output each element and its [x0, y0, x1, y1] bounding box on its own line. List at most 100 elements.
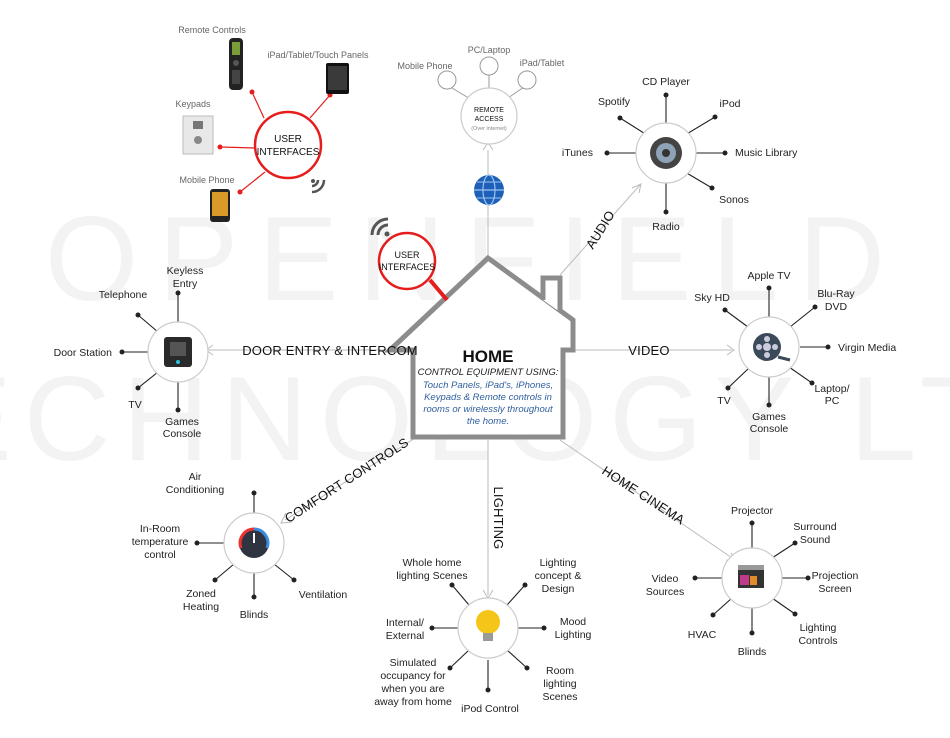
- ipad-icon: [326, 63, 349, 94]
- comfort-zoned-1: Zoned: [186, 588, 216, 600]
- intercom-icon: [164, 337, 192, 367]
- comfort-inroom-2: temperature: [132, 536, 189, 548]
- remote-access-cluster: Mobile Phone PC/Laptop iPad/Tablet REMOT…: [397, 45, 565, 206]
- door-games-1: Games: [165, 416, 199, 428]
- audio-music-library: Music Library: [735, 147, 798, 159]
- ui-hub-line1: USER: [274, 134, 302, 145]
- cinema-screen-2: Screen: [818, 583, 851, 595]
- lighting-cluster: Whole home lighting Scenes Lighting conc…: [374, 557, 591, 715]
- device-keypad-label: Keypads: [175, 99, 211, 109]
- door-station: Door Station: [54, 347, 113, 359]
- ra-sub: (Over internet): [471, 126, 507, 132]
- light-internal-1: Internal/: [386, 617, 424, 629]
- ra-line2: ACCESS: [475, 116, 504, 123]
- comfort-cluster: Air Conditioning In-Room temperature con…: [132, 471, 348, 621]
- cinema-sources-1: Video: [652, 573, 679, 585]
- home-desc-1: Touch Panels, iPad's, iPhones,: [423, 380, 553, 391]
- ui-hub-line2: INTERFACES: [257, 147, 320, 158]
- home-subtitle: CONTROL EQUIPMENT USING:: [418, 367, 559, 378]
- door-telephone: Telephone: [99, 289, 148, 301]
- comfort-air-1: Air: [189, 471, 202, 483]
- door-keyless-2: Entry: [173, 278, 198, 290]
- video-laptop-1: Laptop/: [814, 383, 849, 395]
- comfort-zoned-2: Heating: [183, 601, 219, 613]
- cinema-lighting-2: Controls: [798, 635, 837, 647]
- light-concept-1: Lighting: [540, 557, 577, 569]
- comfort-inroom-1: In-Room: [140, 523, 181, 535]
- label-video: VIDEO: [628, 343, 669, 358]
- light-mood-2: Lighting: [555, 629, 592, 641]
- audio-itunes: iTunes: [562, 147, 593, 159]
- comfort-blinds: Blinds: [240, 609, 269, 621]
- device-mobile-label: Mobile Phone: [179, 175, 234, 185]
- comfort-ventilation: Ventilation: [299, 589, 348, 601]
- light-room-1: Room: [546, 665, 574, 677]
- audio-cd: CD Player: [642, 76, 690, 88]
- device-ipad-label: iPad/Tablet/Touch Panels: [267, 50, 369, 60]
- audio-sonos: Sonos: [719, 194, 749, 206]
- audio-spotify: Spotify: [598, 96, 631, 108]
- video-apple-tv: Apple TV: [748, 270, 791, 282]
- mobile-phone-icon: [210, 189, 230, 222]
- light-sim-3: when you are: [380, 683, 444, 695]
- cinema-blinds: Blinds: [738, 646, 767, 658]
- video-skyhd: Sky HD: [694, 292, 730, 304]
- video-games-2: Console: [750, 423, 789, 435]
- light-whole-1: Whole home: [403, 557, 462, 569]
- device-remote-label: Remote Controls: [178, 25, 246, 35]
- audio-radio: Radio: [652, 221, 680, 233]
- wifi-icon: [311, 179, 326, 194]
- home-user-interfaces: USER INTERFACES: [370, 217, 449, 302]
- video-cluster: Apple TV Blu-Ray DVD Virgin Media Laptop…: [694, 270, 896, 435]
- home-desc-3: rooms or wirelessly throughout: [423, 404, 553, 415]
- light-internal-2: External: [386, 630, 425, 642]
- user-interfaces-cluster: USER INTERFACES Remote Controls iPad/Tab…: [175, 25, 369, 222]
- ra-ipad-label: iPad/Tablet: [520, 58, 565, 68]
- label-lighting: LIGHTING: [491, 487, 506, 550]
- ra-mobile-label: Mobile Phone: [397, 61, 452, 71]
- light-concept-3: Design: [542, 583, 575, 595]
- home-desc-2: Keypads & Remote controls in: [424, 392, 552, 403]
- video-games-1: Games: [752, 411, 786, 423]
- video-laptop-2: PC: [825, 395, 840, 407]
- remote-control-icon: [229, 38, 243, 90]
- cinema-cluster: Projector Surround Sound Projection Scre…: [646, 505, 859, 658]
- video-bluray-2: DVD: [825, 301, 848, 313]
- light-ipod: iPod Control: [461, 703, 519, 715]
- cinema-lighting-1: Lighting: [800, 622, 837, 634]
- cinema-surround-2: Sound: [800, 534, 831, 546]
- thermostat-icon: [238, 527, 270, 558]
- speaker-icon: [650, 137, 682, 169]
- door-entry-cluster: Keyless Entry Telephone Door Station TV …: [54, 265, 209, 440]
- ra-pc-label: PC/Laptop: [468, 45, 511, 55]
- door-keyless-1: Keyless: [167, 265, 204, 277]
- clapperboard-icon: [738, 565, 764, 588]
- home-house: HOME CONTROL EQUIPMENT USING: Touch Pane…: [383, 254, 576, 440]
- video-bluray-1: Blu-Ray: [817, 288, 855, 300]
- wifi-icon: [370, 217, 390, 237]
- cinema-sources-2: Sources: [646, 586, 685, 598]
- lightbulb-icon: [476, 610, 500, 641]
- video-virgin: Virgin Media: [838, 342, 896, 354]
- audio-ipod: iPod: [719, 98, 740, 110]
- light-mood-1: Mood: [560, 616, 586, 628]
- light-sim-2: occupancy for: [380, 670, 446, 682]
- label-door-entry: DOOR ENTRY & INTERCOM: [242, 343, 418, 358]
- film-reel-icon: [753, 333, 791, 362]
- keypad-icon: [182, 115, 214, 155]
- video-tv: TV: [717, 395, 730, 407]
- home-title: HOME: [463, 347, 514, 366]
- home-desc-4: the home.: [467, 416, 509, 427]
- cinema-screen-1: Projection: [812, 570, 859, 582]
- globe-icon: [474, 174, 504, 206]
- audio-cluster: CD Player iPod Music Library Sonos Radio…: [562, 76, 798, 233]
- light-sim-4: away from home: [374, 696, 452, 708]
- home-ui-line2: INTERFACES: [379, 262, 436, 272]
- comfort-inroom-3: control: [144, 549, 176, 561]
- light-whole-2: lighting Scenes: [396, 570, 467, 582]
- door-games-2: Console: [163, 428, 202, 440]
- light-concept-2: concept &: [535, 570, 582, 582]
- light-sim-1: Simulated: [390, 657, 437, 669]
